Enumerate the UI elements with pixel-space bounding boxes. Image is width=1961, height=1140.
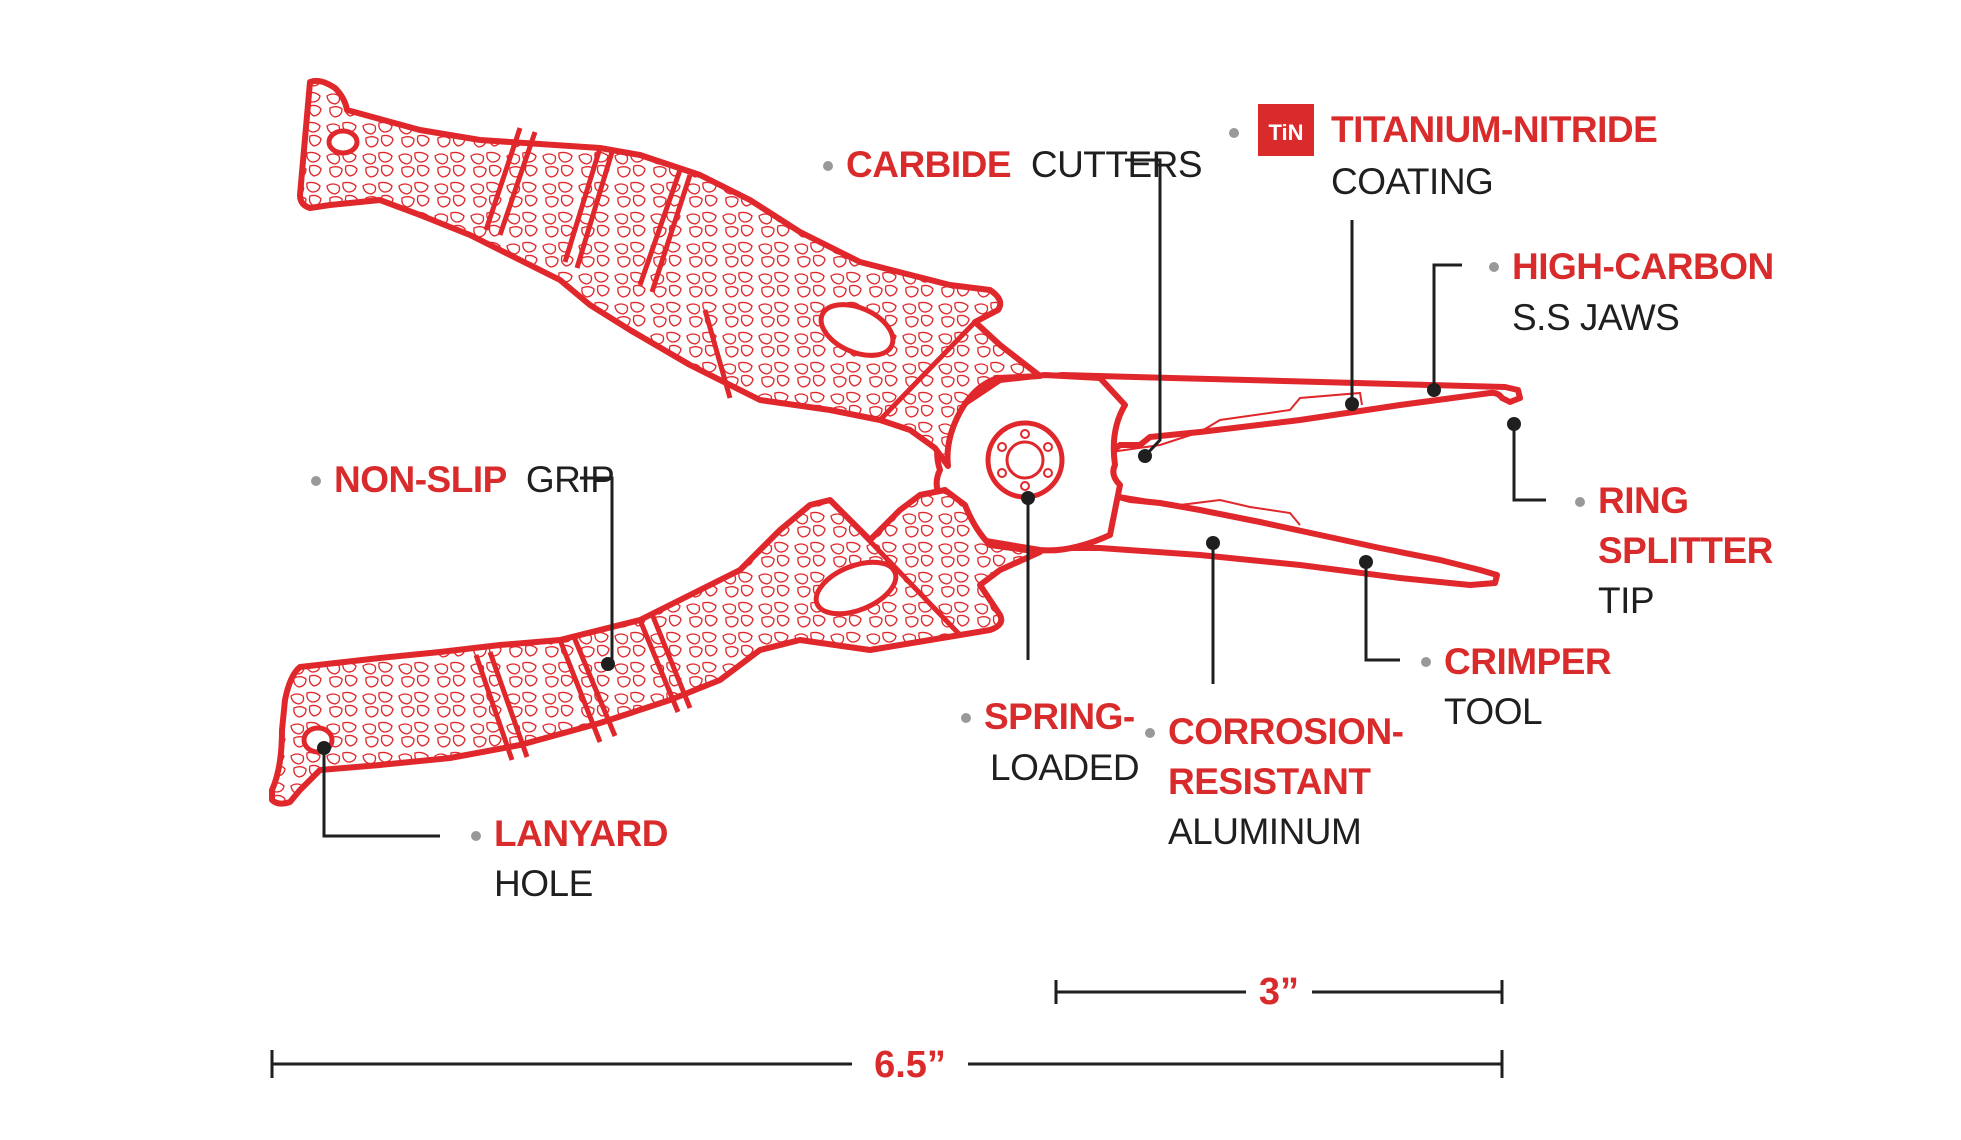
callout-crimper: CRIMPER TOOL: [1421, 641, 1612, 732]
lanyard-line2: HOLE: [494, 863, 593, 904]
crimper-pin: [1359, 555, 1373, 569]
callout-nonslip: NON-SLIP GRIP: [311, 459, 615, 500]
lanyard-pin: [317, 741, 331, 755]
upper-handle: [297, 77, 1043, 469]
dimension-overall: 6.5”: [270, 1044, 1504, 1086]
tin-line1: TITANIUM-NITRIDE: [1331, 109, 1657, 150]
nonslip-highlight: NON-SLIP: [334, 459, 507, 500]
upper-grip-window: [818, 302, 896, 358]
ring-pin: [1507, 417, 1521, 431]
tin-line2: COATING: [1331, 161, 1493, 202]
spring-line2: LOADED: [990, 747, 1139, 788]
dimension-jaw: 3”: [1054, 971, 1504, 1013]
pliers-illustration: [269, 77, 1523, 807]
ring-line1: RING: [1598, 480, 1689, 521]
spring-line1: SPRING-: [984, 696, 1135, 737]
tin-badge-text: TiN: [1268, 120, 1303, 145]
spring-bullet: [961, 713, 971, 723]
nonslip-pin: [601, 657, 615, 671]
corrosion-pin: [1206, 536, 1220, 550]
lanyard-leader: [322, 748, 440, 838]
crimper-leader: [1364, 562, 1400, 662]
carbide-bullet: [823, 161, 833, 171]
jaw-detail: [1089, 391, 1363, 526]
highcarbon-leader: [1432, 263, 1462, 388]
upper-grip-bands: [483, 127, 977, 422]
leader-lines: [317, 158, 1546, 838]
overall-dimension-label: 6.5”: [874, 1044, 946, 1086]
nonslip-label: NON-SLIP GRIP: [334, 459, 614, 500]
ring-line3: TIP: [1598, 580, 1654, 621]
lower-grip-window: [813, 559, 899, 617]
nonslip-text: GRIP: [526, 459, 614, 500]
corrosion-line2: RESISTANT: [1168, 761, 1371, 802]
crimper-line2: TOOL: [1444, 691, 1542, 732]
jaw-dimension-label: 3”: [1259, 971, 1299, 1013]
callout-lanyard: LANYARD HOLE: [471, 813, 668, 904]
tin-bullet: [1229, 128, 1239, 138]
carbide-pin: [1138, 449, 1152, 463]
callout-corrosion: CORROSION- RESISTANT ALUMINUM: [1145, 711, 1404, 852]
ring-leader: [1512, 424, 1546, 502]
lanyard-line1: LANYARD: [494, 813, 668, 854]
ring-bullet: [1575, 497, 1585, 507]
crimper-line1: CRIMPER: [1444, 641, 1611, 682]
tin-pin: [1345, 397, 1359, 411]
callout-tin: TiN TITANIUM-NITRIDE COATING: [1229, 104, 1658, 202]
nonslip-leader: [580, 476, 614, 662]
lower-grip-bands: [473, 508, 962, 761]
callout-ring: RING SPLITTER TIP: [1575, 480, 1773, 621]
lower-handle: [269, 487, 1043, 807]
carbide-label: CARBIDE CUTTERS: [846, 144, 1202, 185]
rivet-holes: [997, 429, 1053, 491]
pivot-rivet-inner: [1005, 440, 1045, 480]
tin-badge: [1258, 104, 1314, 156]
jaw-dimension-line: [1054, 980, 1504, 1004]
callout-spring: SPRING- LOADED: [961, 696, 1140, 788]
carbide-text: CUTTERS: [1031, 144, 1202, 185]
crimper-bullet: [1421, 657, 1431, 667]
carbide-leader: [1125, 158, 1162, 458]
callout-highcarbon: HIGH-CARBON S.S JAWS: [1489, 246, 1774, 338]
highcarbon-line1: HIGH-CARBON: [1512, 246, 1774, 287]
corrosion-line3: ALUMINUM: [1168, 811, 1361, 852]
highcarbon-pin: [1427, 383, 1441, 397]
highcarbon-bullet: [1489, 262, 1499, 272]
lower-jaw: [1037, 475, 1500, 588]
spring-pin: [1021, 491, 1035, 505]
nonslip-bullet: [311, 476, 321, 486]
highcarbon-line2: S.S JAWS: [1512, 297, 1679, 338]
callout-carbide: CARBIDE CUTTERS: [823, 144, 1203, 185]
corrosion-bullet: [1145, 728, 1155, 738]
upper-lanyard-hole: [326, 128, 360, 156]
corrosion-line1: CORROSION-: [1168, 711, 1404, 752]
ring-line2: SPLITTER: [1598, 530, 1773, 571]
lanyard-bullet: [471, 831, 481, 841]
carbide-highlight: CARBIDE: [846, 144, 1011, 185]
overall-dimension-line: [270, 1050, 1504, 1078]
